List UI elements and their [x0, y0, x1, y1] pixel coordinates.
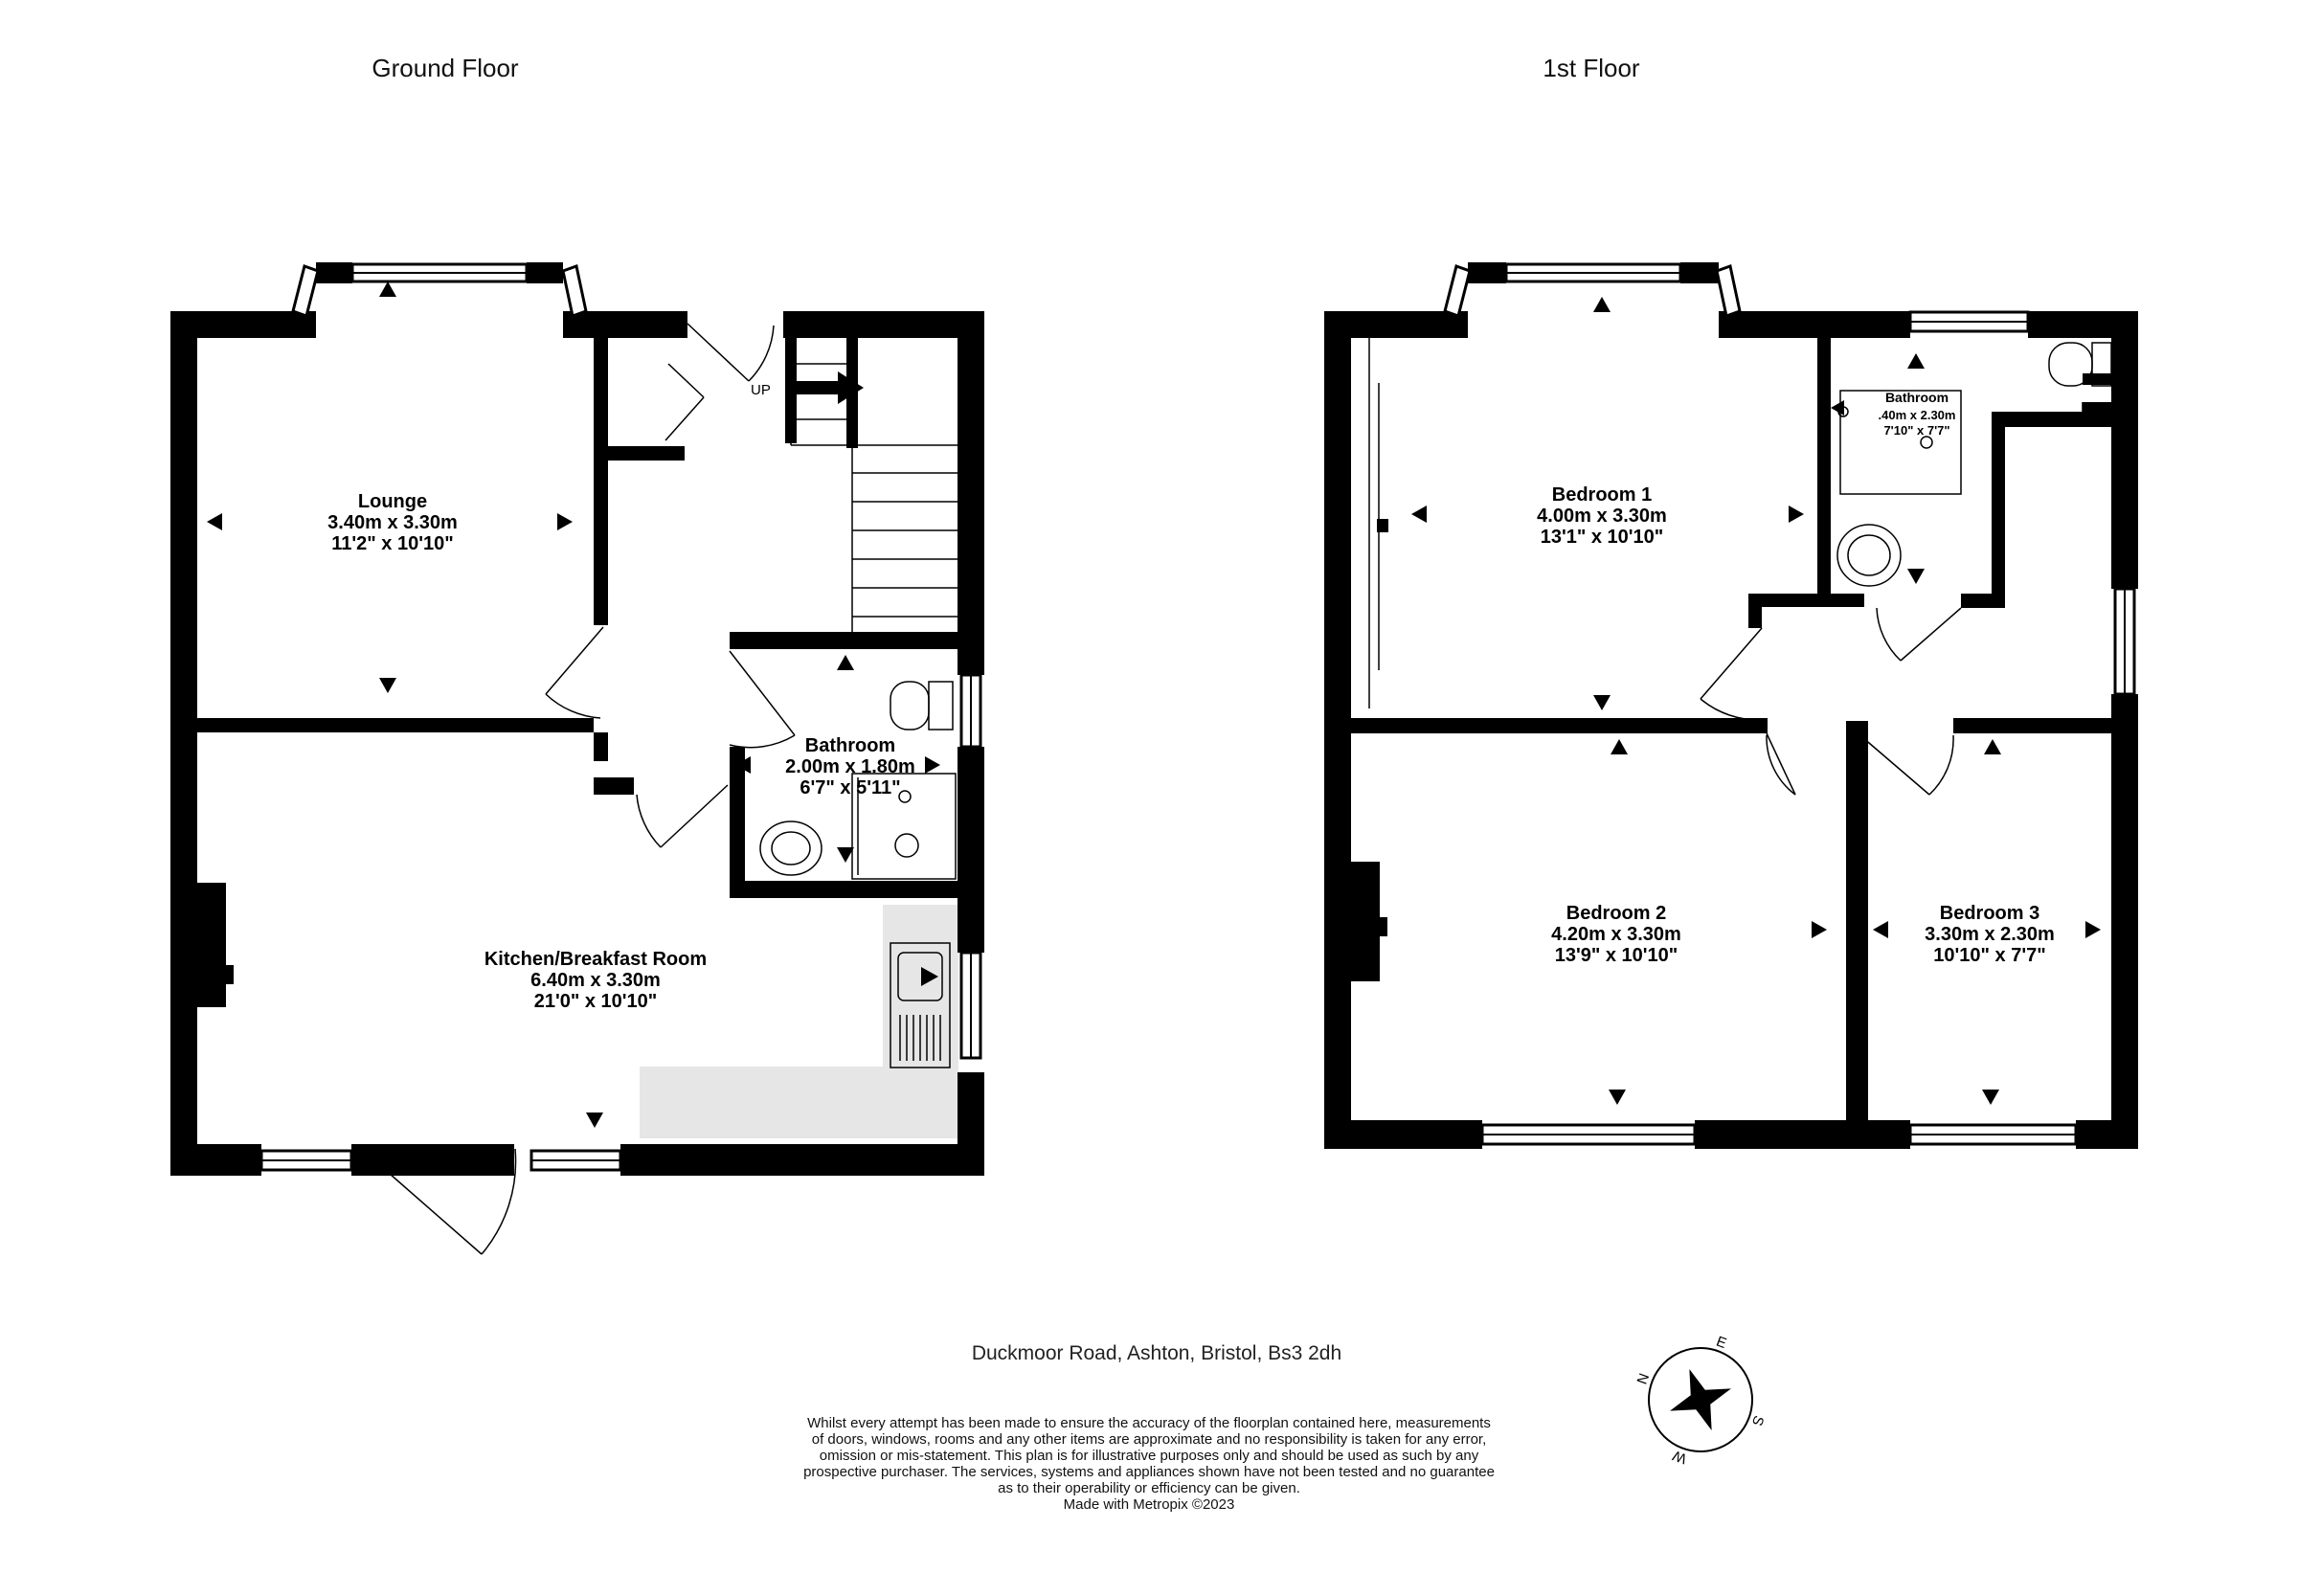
bedroom3-name: Bedroom 3 [1940, 903, 2039, 924]
lounge-hall-wall [594, 338, 608, 625]
property-address: Duckmoor Road, Ashton, Bristol, Bs3 2dh [972, 1342, 1341, 1364]
ground-north-wall-mid [563, 311, 687, 338]
ground-doors [366, 323, 796, 1255]
bay-corner-left [316, 262, 352, 283]
kitchen-sink-icon [890, 942, 951, 1068]
ground-east-wall-mid [958, 747, 984, 953]
compass-w: W [1670, 1447, 1689, 1467]
lounge-imperial: 11'2" x 10'10" [331, 533, 453, 554]
ground-south-wall-left [170, 1144, 261, 1176]
bedroom3-metric: 3.30m x 2.30m [1925, 924, 2055, 945]
landing-wall [1992, 412, 2005, 608]
chimney-breast [197, 883, 226, 1007]
disclaimer-line: of doors, windows, rooms and any other i… [811, 1431, 1487, 1448]
bedroom-divider-wall [1846, 721, 1860, 1149]
kitchen-worktop [640, 1067, 958, 1138]
stairs-up-label: UP [751, 382, 771, 398]
bedroom1-imperial: 13'1" x 10'10" [1541, 527, 1664, 548]
cupboard-wall [608, 446, 685, 461]
compass-e: E [1714, 1334, 1728, 1352]
shower-tray-icon [851, 773, 957, 880]
shower-tray-icon [1839, 390, 1962, 495]
ground-bathroom-imperial: 6'7" x 5'11" [800, 777, 900, 798]
ground-north-wall-left [170, 311, 316, 338]
disclaimer-line: prospective purchaser. The services, sys… [803, 1464, 1495, 1480]
first-bathroom-metric: .40m x 2.30m [1879, 408, 1956, 422]
stairs-up-arrow [797, 371, 864, 404]
first-south-wall-left [1324, 1120, 1482, 1149]
first-floor-title: 1st Floor [1543, 54, 1639, 82]
ground-north-wall-right [783, 311, 984, 338]
compass-n: N [1633, 1371, 1653, 1386]
first-west-wall [1324, 311, 1351, 1149]
disclaimer-line: Whilst every attempt has been made to en… [807, 1415, 1491, 1431]
bathroom-south-wall [730, 881, 959, 898]
bay-side-window-right [561, 264, 588, 318]
ground-floor-title: Ground Floor [372, 54, 519, 82]
bedroom1-metric: 4.00m x 3.30m [1537, 506, 1667, 527]
first-floor-plan [1324, 262, 2138, 1149]
bedroom2-name: Bedroom 2 [1566, 903, 1666, 924]
staircase [790, 338, 958, 632]
first-south-wall-right [2076, 1120, 2138, 1149]
bedroom3-imperial: 10'10" x 7'7" [1933, 945, 2045, 966]
disclaimer-line: omission or mis-statement. This plan is … [819, 1448, 1479, 1464]
first-north-wall-mid [1719, 311, 1910, 338]
bedroom2-imperial: 13'9" x 10'10" [1555, 945, 1678, 966]
basin-icon [759, 820, 822, 876]
bay-side-window-left [291, 264, 320, 318]
lounge-name: Lounge [358, 491, 427, 512]
first-bathroom-name: Bathroom [1885, 390, 1949, 405]
first-floor-doors [1700, 402, 2084, 796]
ground-bathroom-metric: 2.00m x 1.80m [785, 756, 915, 777]
bathroom-fixtures [759, 681, 957, 880]
bedroom1-south-wall [1351, 718, 1768, 733]
lounge-metric: 3.40m x 3.30m [327, 512, 458, 533]
compass-icon: N E S W [1633, 1334, 1767, 1467]
disclaimer: Whilst every attempt has been made to en… [728, 1415, 1570, 1513]
kitchen-metric: 6.40m x 3.30m [530, 970, 661, 991]
kitchen-name: Kitchen/Breakfast Room [484, 949, 707, 970]
first-east-wall-bottom [2111, 694, 2138, 1149]
bedroom1-east-wall [1817, 338, 1831, 601]
ground-west-wall [170, 311, 197, 1176]
bathroom-north-wall [730, 632, 959, 649]
basin-icon [1836, 524, 1902, 587]
first-bathroom-fixtures [1836, 342, 2112, 587]
first-dimension-arrows [1411, 297, 2101, 1105]
ground-south-wall-mid [351, 1144, 514, 1176]
disclaimer-credit: Made with Metropix ©2023 [1063, 1496, 1235, 1513]
ground-east-wall-top [958, 311, 984, 675]
ground-south-wall-right [620, 1144, 984, 1176]
bedroom2-chimney [1351, 862, 1380, 981]
ground-floor-plan: UP [170, 262, 984, 1255]
first-bathroom-imperial: 7'10" x 7'7" [1883, 423, 1949, 438]
bedroom1-name: Bedroom 1 [1552, 484, 1652, 506]
ground-bathroom-name: Bathroom [805, 735, 895, 756]
compass-s: S [1748, 1413, 1767, 1427]
bedroom2-metric: 4.20m x 3.30m [1551, 924, 1681, 945]
bay-corner-right [527, 262, 563, 283]
toilet-icon [890, 681, 930, 731]
first-east-wall-top [2111, 311, 2138, 589]
disclaimer-line: as to their operability or efficiency ca… [998, 1480, 1300, 1496]
lounge-kitchen-wall [197, 718, 594, 732]
ground-dimension-arrows [207, 281, 940, 1128]
kitchen-imperial: 21'0" x 10'10" [534, 991, 658, 1012]
first-north-wall-left [1324, 311, 1468, 338]
bathroom-west-wall [730, 747, 745, 898]
